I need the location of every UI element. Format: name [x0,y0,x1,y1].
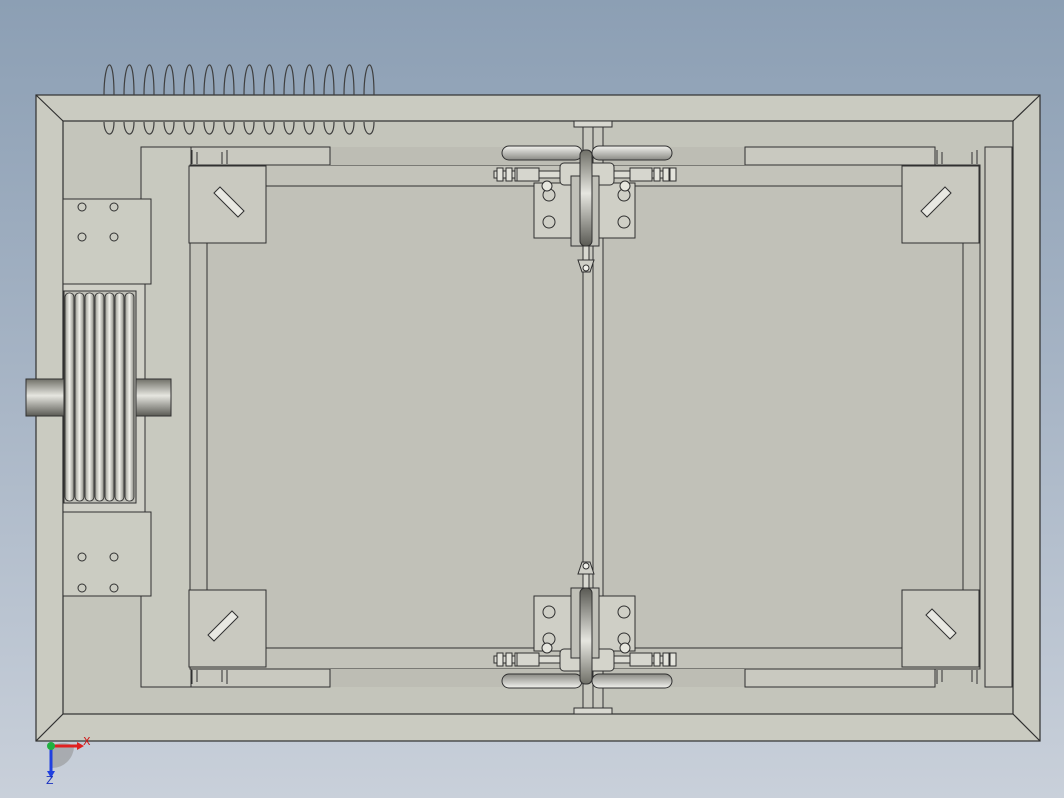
corner-plates [188,165,980,668]
z-axis-label: Z [46,774,54,787]
trolley-bottom [493,561,677,689]
cable-drum-icon [63,290,137,504]
corner-plate-top-left [188,165,267,244]
corner-plate-bottom-right [901,589,980,668]
corner-plate-top-right [901,165,980,244]
trolley-top [493,145,677,273]
x-axis-label: X [83,735,91,748]
left-drum-assembly [25,146,192,688]
coordinate-triad-icon: X Z [46,735,91,787]
corner-plate-bottom-left [188,589,267,668]
spring-icon [103,64,375,135]
drum-bolts [77,202,119,593]
